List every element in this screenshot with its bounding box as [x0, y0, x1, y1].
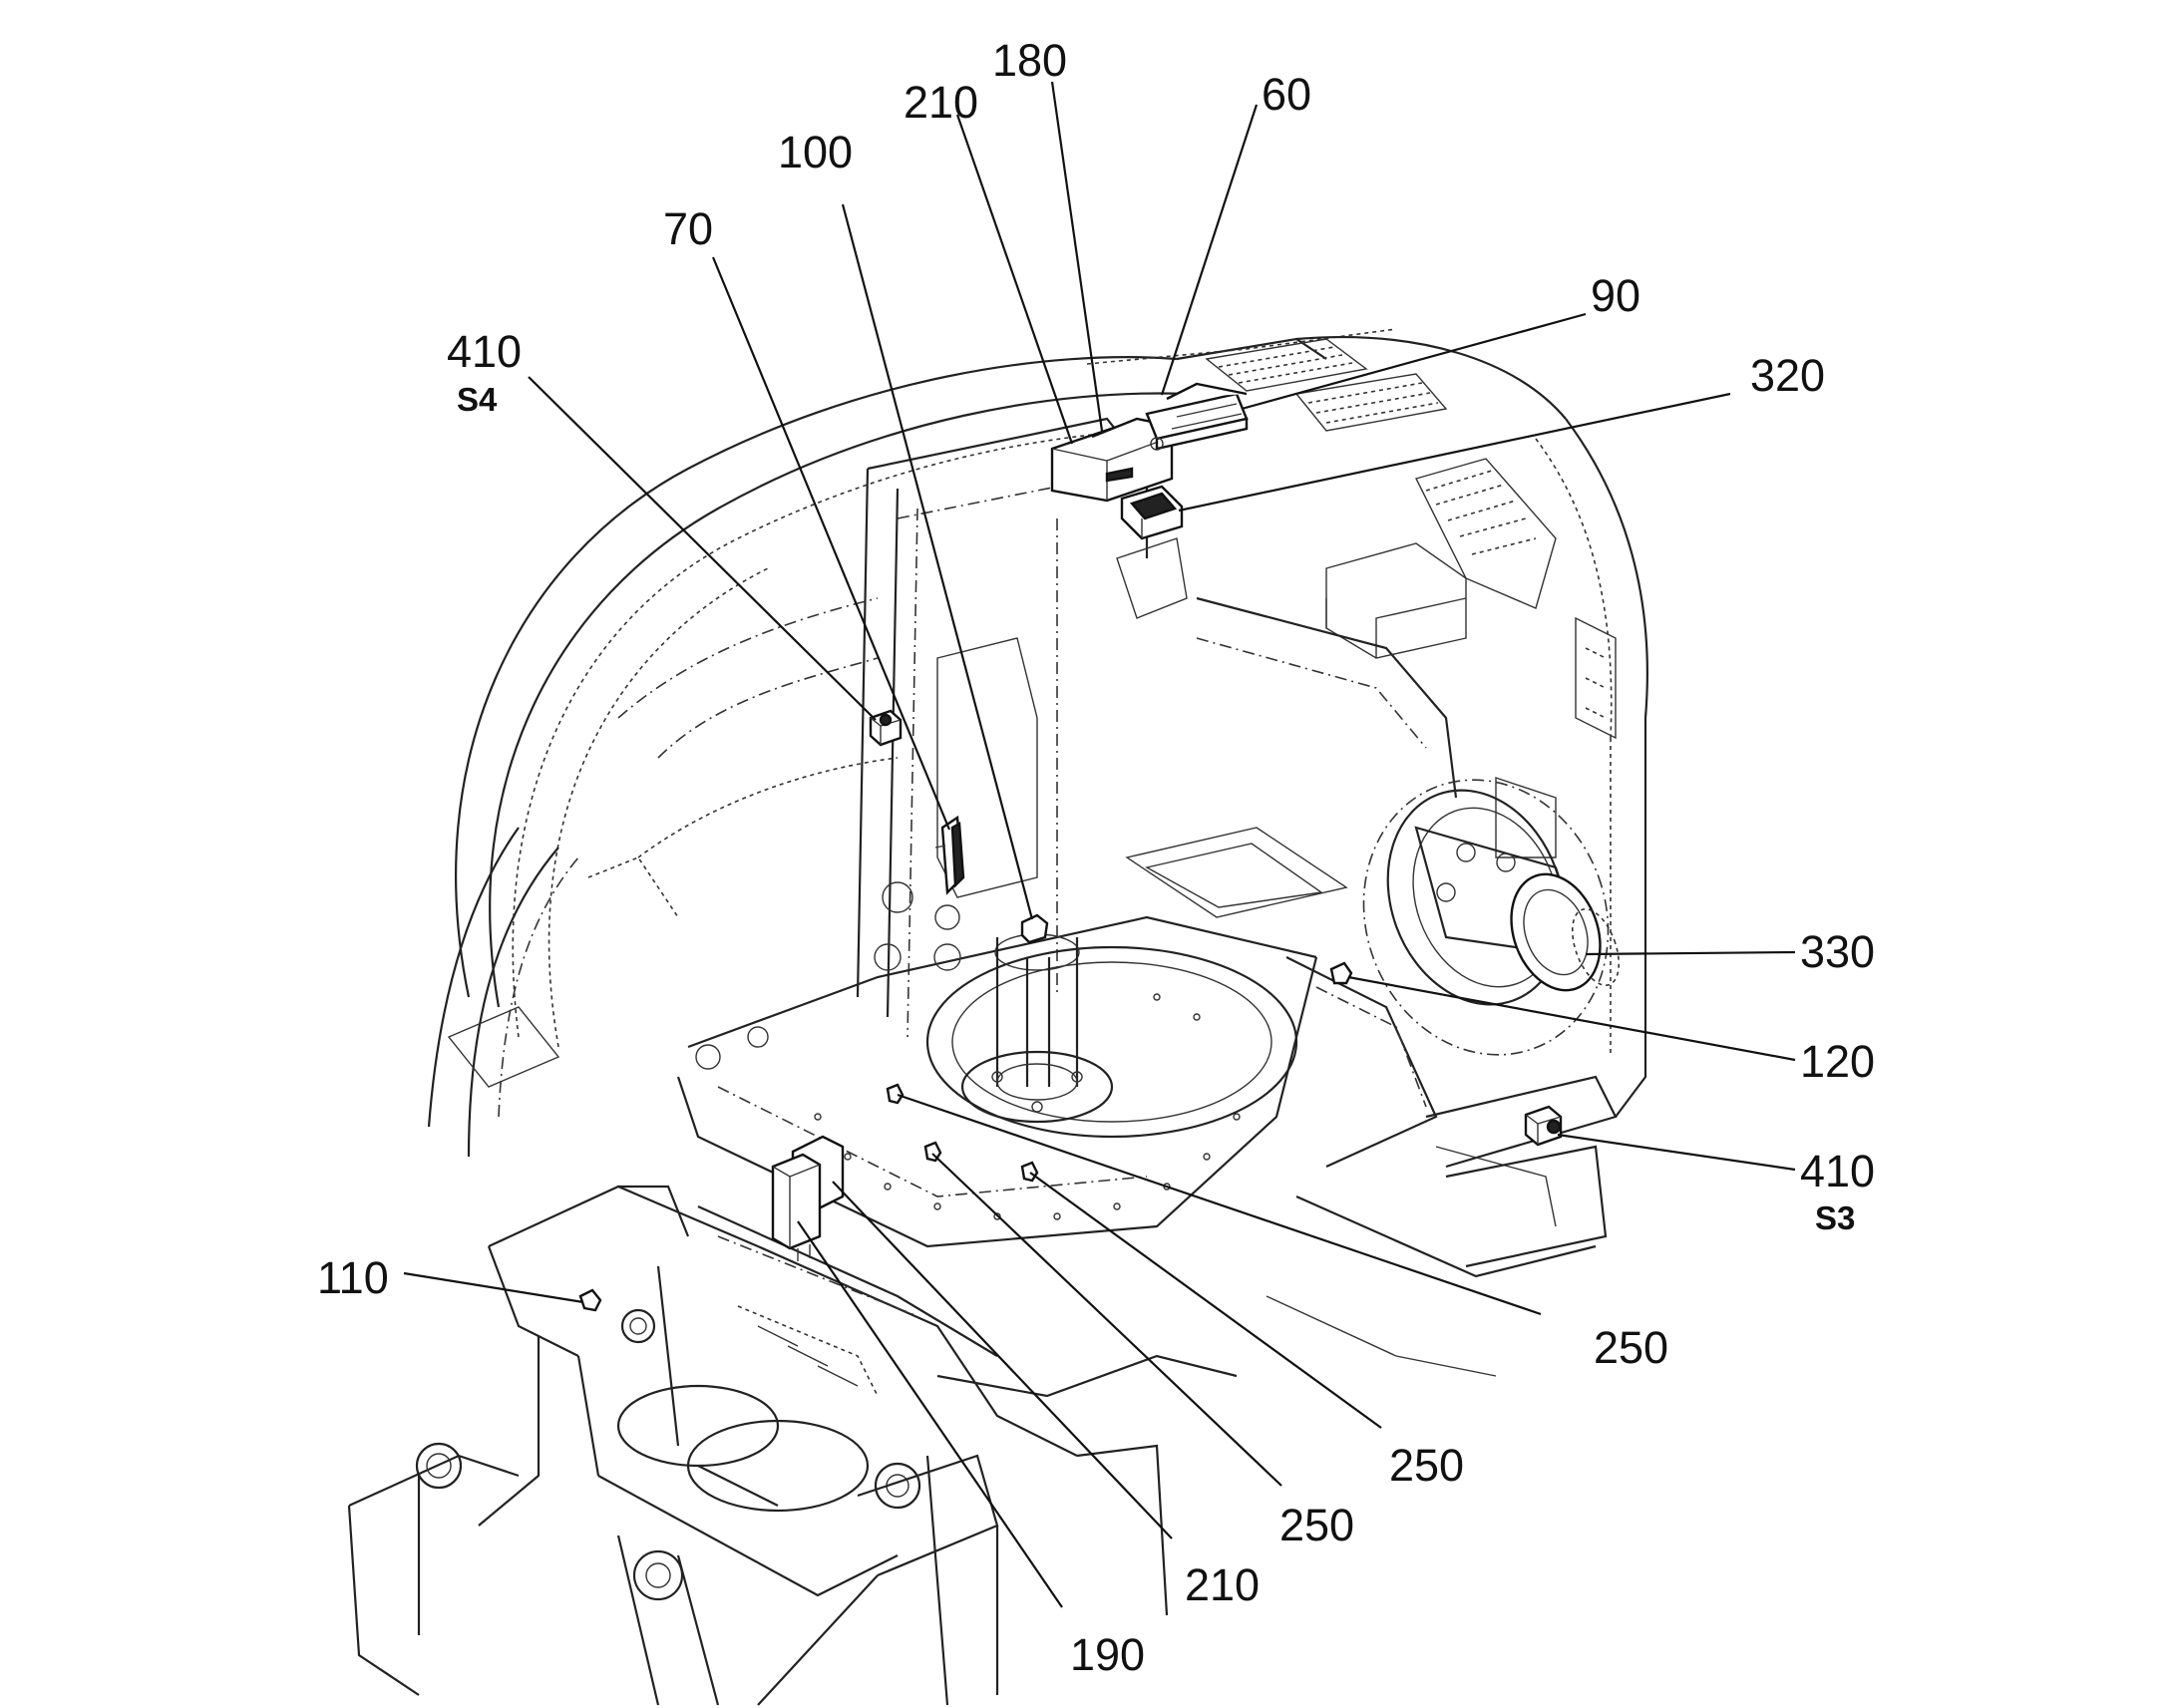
leader-60	[1160, 104, 1259, 396]
leader-410-s3	[1557, 1133, 1796, 1172]
part-410-s4-sensor	[869, 709, 903, 747]
leader-250-a	[897, 1093, 1542, 1316]
part-410-s3-sensor	[1524, 1105, 1563, 1147]
label-210-top: 210	[904, 77, 978, 128]
slew-drive-330	[1362, 779, 1621, 1056]
leader-320	[1178, 392, 1731, 512]
part-110-sensor	[578, 1288, 602, 1312]
leader-100	[841, 203, 1034, 920]
part-100-sensor	[1020, 913, 1049, 944]
label-s4: S4	[457, 381, 498, 418]
label-90: 90	[1591, 270, 1640, 321]
leader-330	[1585, 950, 1796, 956]
label-70: 70	[663, 203, 713, 254]
vent-grille-upper	[1205, 338, 1448, 432]
label-320: 320	[1750, 350, 1825, 401]
label-210-bottom: 210	[1185, 1559, 1260, 1610]
label-250-b: 250	[1279, 1500, 1354, 1550]
label-s3: S3	[1815, 1199, 1855, 1236]
components	[578, 382, 1563, 1312]
leader-250-b	[931, 1153, 1282, 1487]
leader-110	[403, 1271, 584, 1304]
leader-180	[1050, 81, 1104, 432]
leader-90	[1241, 312, 1587, 411]
part-70-bracket	[934, 815, 965, 895]
bolt-circle	[814, 993, 1241, 1220]
leader-120	[1347, 975, 1796, 1062]
label-110: 110	[317, 1252, 389, 1303]
part-250-a	[886, 1083, 905, 1105]
part-250-c	[1020, 1161, 1039, 1183]
part-60-90-connector	[1145, 382, 1249, 451]
vent-grille-side	[1414, 458, 1557, 609]
part-120-sensor	[1329, 961, 1353, 985]
label-410-s3: 410	[1800, 1146, 1875, 1196]
part-320-module	[1120, 485, 1184, 540]
leader-190	[797, 1220, 1063, 1608]
leader-250-c	[1029, 1172, 1382, 1429]
label-410-s4: 410	[447, 326, 522, 377]
label-190: 190	[1070, 1629, 1145, 1680]
label-250-c: 250	[1389, 1440, 1464, 1491]
part-210-190-bracket	[771, 1135, 845, 1261]
leader-410-s4	[528, 376, 877, 721]
leader-70	[711, 256, 951, 831]
label-330: 330	[1800, 926, 1875, 977]
label-100: 100	[778, 127, 853, 177]
label-60: 60	[1262, 69, 1311, 120]
boom-foot	[347, 1185, 1238, 1706]
swivel-joint	[960, 933, 1114, 1124]
leader-lines	[403, 81, 1796, 1608]
label-250-a: 250	[1594, 1322, 1668, 1373]
leader-210-top	[955, 114, 1074, 445]
part-250-b	[923, 1141, 942, 1163]
reference-labels: 180 210 60 100 70 90 320 410 S4 330 120 …	[317, 35, 1875, 1680]
label-120: 120	[1800, 1036, 1875, 1087]
leader-210-bottom	[832, 1181, 1173, 1539]
machine-frame	[347, 328, 1648, 1706]
label-180: 180	[992, 35, 1067, 86]
